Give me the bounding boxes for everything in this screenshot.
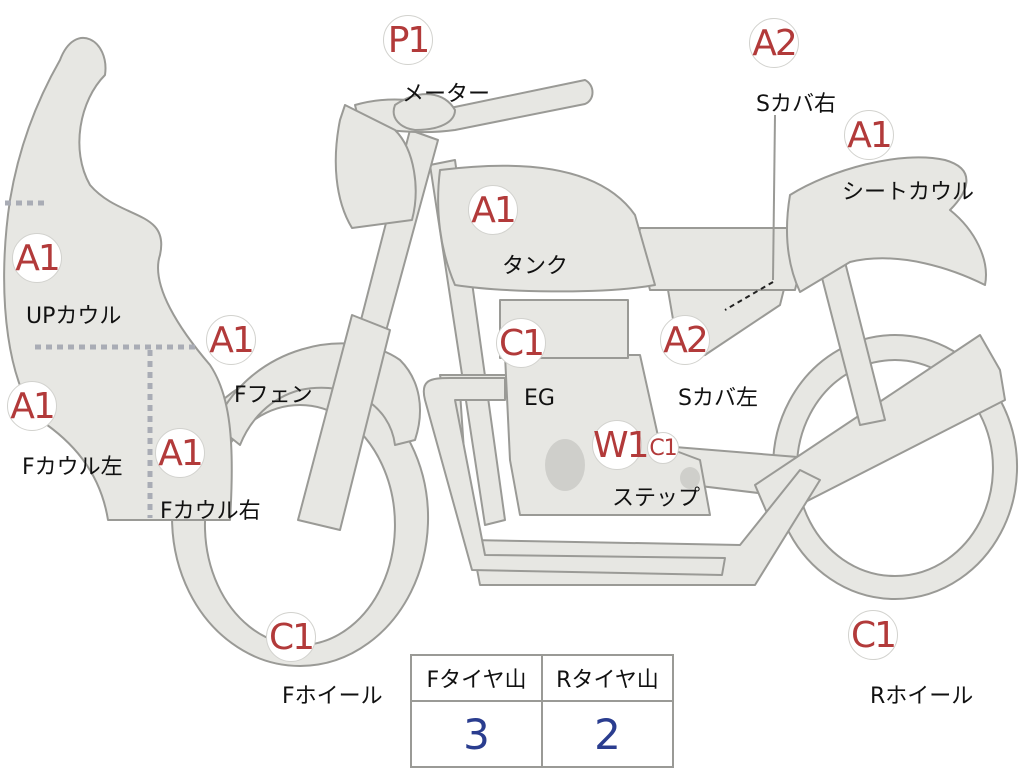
label-up-cowl: UPカウル xyxy=(26,304,122,329)
step-peg-shape xyxy=(680,467,700,489)
headlight-shape xyxy=(334,104,417,229)
engine-cover-shape xyxy=(545,439,585,491)
grade-badge: A1 xyxy=(12,233,62,283)
rear-tire-value: 2 xyxy=(541,700,674,768)
label-f-cowl-l: Fカウル左 xyxy=(22,455,123,480)
front-tire-value: 3 xyxy=(410,700,543,768)
grade-badge-secondary: C1 xyxy=(647,432,679,464)
grade-badge: C1 xyxy=(496,318,546,368)
meter-shape xyxy=(392,93,456,131)
leader-line-seat-cover-r-dash xyxy=(724,281,774,311)
label-f-wheel: Fホイール xyxy=(282,684,383,709)
grade-badge: P1 xyxy=(383,15,433,65)
label-meter: メーター xyxy=(402,82,491,107)
seat-shape xyxy=(637,227,811,291)
label-f-cowl-r: Fカウル右 xyxy=(160,499,261,524)
grade-badge: A1 xyxy=(468,185,518,235)
seat-cowl-shape xyxy=(786,156,987,293)
fork-lower-shape xyxy=(297,314,391,531)
grade-badge: A1 xyxy=(155,428,205,478)
grade-badge: W1 xyxy=(592,420,650,470)
grade-badge: A1 xyxy=(844,110,894,160)
exhaust-inner-shape xyxy=(422,377,726,576)
leader-line-seat-cover-r xyxy=(772,114,776,281)
front-tire-header: Fタイヤ山 xyxy=(410,654,543,702)
grade-badge: A1 xyxy=(7,381,57,431)
label-tank: タンク xyxy=(502,254,569,279)
grade-badge: A2 xyxy=(749,18,799,68)
tire-table-value-row: 3 2 xyxy=(410,700,674,768)
rear-tire-header: Rタイヤ山 xyxy=(541,654,674,702)
grade-badge: C1 xyxy=(266,612,316,662)
fairing-shape xyxy=(3,37,233,521)
label-seat-cowl: シートカウル xyxy=(842,180,975,205)
label-seat-cover-r: Sカバ右 xyxy=(756,92,836,117)
grade-badge: A1 xyxy=(206,315,256,365)
tire-table-header-row: Fタイヤ山 Rタイヤ山 xyxy=(410,654,674,702)
label-f-fender: Fフェン xyxy=(234,383,313,408)
grade-badge: C1 xyxy=(848,610,898,660)
tire-tread-table: Fタイヤ山 Rタイヤ山 3 2 xyxy=(410,654,674,768)
label-step: ステップ xyxy=(612,486,701,511)
label-r-wheel: Rホイール xyxy=(870,684,974,709)
label-seat-cover-l: Sカバ左 xyxy=(678,386,758,411)
label-engine: EG xyxy=(524,386,555,411)
grade-badge: A2 xyxy=(660,315,710,365)
